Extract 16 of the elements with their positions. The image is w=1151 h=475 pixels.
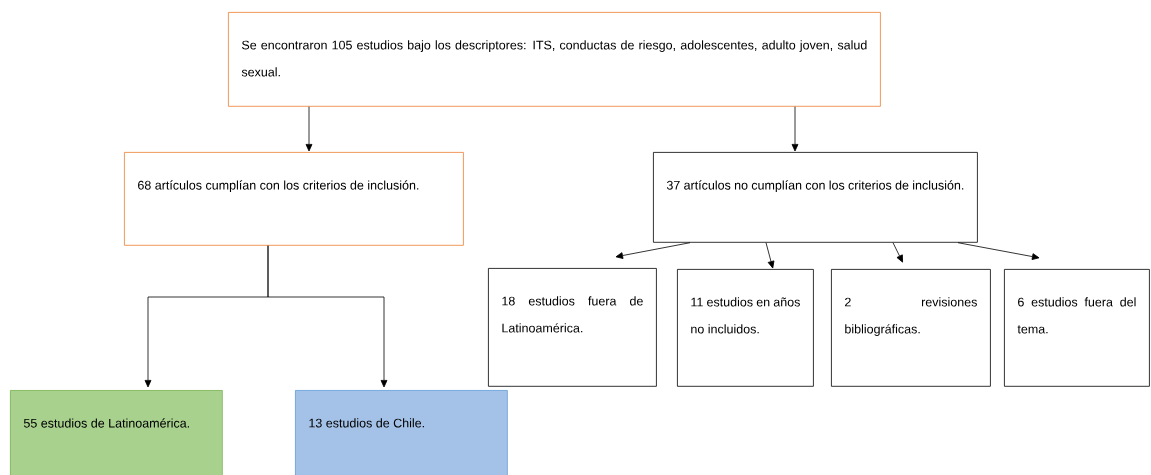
result-box: 55 estudios de Latinoamérica. — [10, 390, 223, 475]
process-box: 68 artículos cumplían con los criterios de inclusión. — [124, 152, 464, 246]
process-box: 2 revisiones bibliográficas. — [831, 269, 991, 387]
process-box: 11 estudios en años no incluidos. — [677, 269, 814, 387]
process-box: 6 estudios fuera del tema. — [1004, 269, 1150, 387]
arrow — [791, 106, 799, 152]
arrow — [615, 242, 691, 259]
arrow — [267, 245, 388, 388]
process-box: 18 estudios fuera de Latinoamérica. — [488, 268, 657, 387]
process-box: Se encontraron 105 estudios bajo los descriptores: ITS, conductas de riesgo, adolescentes, adulto joven, salud sexual. — [228, 12, 881, 107]
process-box: 37 artículos no cumplían con los criterios de inclusión. — [653, 152, 978, 243]
arrow — [305, 106, 313, 152]
arrow — [765, 242, 775, 269]
arrow — [892, 242, 903, 263]
result-box: 13 estudios de Chile. — [295, 390, 508, 475]
arrow — [957, 242, 1040, 260]
